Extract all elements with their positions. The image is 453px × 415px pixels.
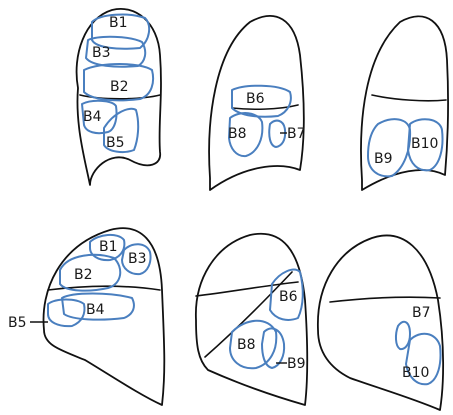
label-b6: B6 [246, 91, 265, 107]
fissure-line [330, 297, 440, 302]
label-b4: B4 [83, 109, 102, 125]
fissure-line [372, 95, 446, 101]
panel-2: B6 B8 B7 [209, 16, 305, 190]
panel-1: B1 B3 B2 B4 B5 [77, 9, 161, 185]
label-b3: B3 [128, 251, 147, 267]
label-b8: B8 [237, 337, 256, 353]
label-b7: B7 [412, 305, 431, 321]
panel-3: B9 B10 [361, 16, 448, 190]
segment-b9-outline [262, 328, 284, 368]
label-b3: B3 [92, 45, 111, 61]
label-b5: B5 [106, 135, 125, 151]
label-b2: B2 [74, 267, 93, 283]
label-b1: B1 [99, 239, 118, 255]
label-b6: B6 [279, 289, 298, 305]
label-b9: B9 [287, 356, 306, 372]
label-b9: B9 [374, 151, 393, 167]
label-b7: B7 [287, 126, 306, 142]
label-b10: B10 [411, 136, 438, 152]
panel-5: B6 B8 B9 [196, 234, 307, 405]
label-b5: B5 [8, 315, 27, 331]
segment-b9-outline [368, 119, 410, 176]
panel-6: B7 B10 [318, 236, 443, 410]
segment-b5-outline [48, 300, 85, 327]
label-b8: B8 [228, 126, 247, 142]
panel-4: B1 B3 B2 B4 B5 [8, 228, 164, 405]
label-b10: B10 [402, 365, 429, 381]
segment-b7-outline [269, 121, 285, 147]
label-b1: B1 [109, 15, 128, 31]
label-b4: B4 [86, 302, 105, 318]
label-b2: B2 [110, 79, 129, 95]
segment-b7-outline [396, 322, 410, 349]
